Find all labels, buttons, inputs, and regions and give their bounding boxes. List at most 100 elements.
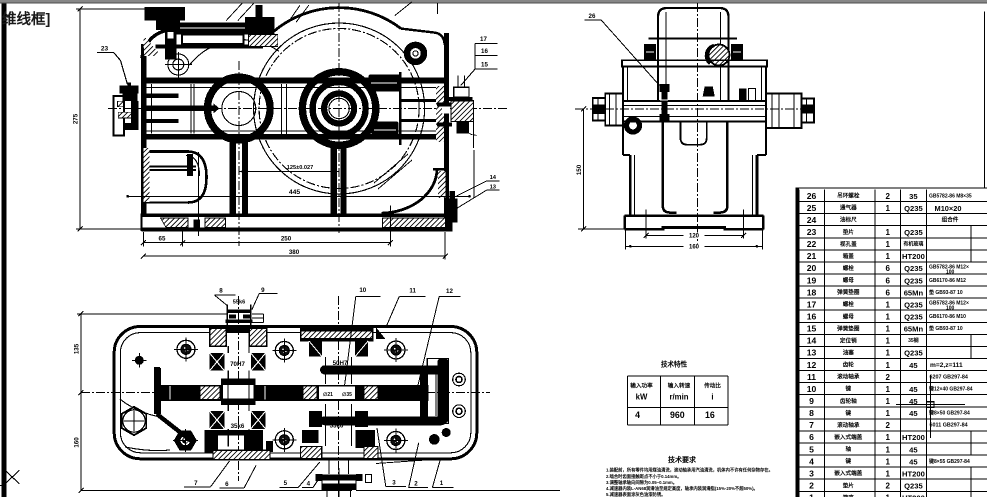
svg-text:吊环螺栓: 吊环螺栓 <box>837 192 860 200</box>
svg-text:螺栓: 螺栓 <box>843 264 855 272</box>
svg-text:3: 3 <box>809 468 814 478</box>
svg-text:55k6: 55k6 <box>233 300 245 306</box>
svg-text:6: 6 <box>225 481 229 488</box>
svg-text:Q235: Q235 <box>904 264 923 273</box>
svg-text:r/min: r/min <box>669 392 688 401</box>
svg-text:45: 45 <box>909 397 918 406</box>
svg-text:20: 20 <box>807 263 817 273</box>
svg-text:垫 GB93-87 10: 垫 GB93-87 10 <box>929 325 963 332</box>
svg-text:键: 键 <box>844 385 851 393</box>
svg-text:250: 250 <box>281 235 292 242</box>
svg-text:8: 8 <box>219 288 223 295</box>
svg-text:26: 26 <box>589 13 596 20</box>
svg-text:输入转速: 输入转速 <box>668 382 691 390</box>
svg-text:1: 1 <box>885 397 890 406</box>
svg-text:1: 1 <box>885 337 890 346</box>
svg-text:滚动轴承: 滚动轴承 <box>837 373 860 381</box>
svg-text:15: 15 <box>807 324 817 334</box>
svg-text:箱盖: 箱盖 <box>843 252 855 260</box>
svg-text:120: 120 <box>689 234 700 240</box>
svg-text:7: 7 <box>809 420 814 430</box>
svg-text:35: 35 <box>909 192 918 201</box>
svg-text:1: 1 <box>885 228 890 237</box>
svg-text:油塞: 油塞 <box>843 349 855 357</box>
svg-text:维线框]: 维线框] <box>2 10 50 28</box>
svg-text:1: 1 <box>440 480 444 487</box>
svg-text:45: 45 <box>909 385 918 394</box>
svg-text:输入功率: 输入功率 <box>630 382 653 390</box>
svg-text:5: 5 <box>809 444 814 454</box>
svg-text:定位销: 定位销 <box>839 336 857 344</box>
svg-text:16: 16 <box>705 410 715 420</box>
svg-text:嵌入式端盖: 嵌入式端盖 <box>834 433 862 441</box>
svg-text:Q235: Q235 <box>904 349 923 358</box>
svg-text:4: 4 <box>635 410 640 420</box>
svg-text:1: 1 <box>885 469 890 478</box>
svg-text:1: 1 <box>885 252 890 261</box>
svg-text:HT200: HT200 <box>902 494 925 497</box>
svg-text:HT200: HT200 <box>902 252 925 261</box>
svg-text:50H7: 50H7 <box>333 360 348 367</box>
svg-text:2.啮合时齿面接触斑点不小于0.14mm。: 2.啮合时齿面接触斑点不小于0.14mm。 <box>606 473 681 480</box>
svg-text:25: 25 <box>807 203 817 213</box>
svg-text:1: 1 <box>885 240 890 249</box>
svg-text:Q235: Q235 <box>904 300 923 309</box>
svg-text:2: 2 <box>885 481 890 490</box>
svg-text:18: 18 <box>807 287 817 297</box>
svg-text:5: 5 <box>284 480 288 487</box>
svg-text:275: 275 <box>73 113 80 124</box>
svg-text:15: 15 <box>481 62 488 69</box>
svg-text:螺母: 螺母 <box>843 312 855 320</box>
svg-text:技术要求: 技术要求 <box>668 455 697 464</box>
svg-text:23: 23 <box>807 227 817 237</box>
svg-text:GB6170-86 M10: GB6170-86 M10 <box>929 314 966 320</box>
svg-text:垫片: 垫片 <box>843 481 855 489</box>
svg-text:6: 6 <box>885 276 890 285</box>
svg-text:键8×55 GB297-84: 键8×55 GB297-84 <box>928 458 970 465</box>
svg-text:HT200: HT200 <box>902 433 925 442</box>
svg-text:17: 17 <box>480 36 487 43</box>
svg-text:kW: kW <box>636 392 648 401</box>
svg-text:M10×20: M10×20 <box>935 204 962 213</box>
svg-text:26: 26 <box>807 191 817 201</box>
svg-text:16: 16 <box>807 312 817 322</box>
svg-text:445: 445 <box>289 189 301 196</box>
svg-text:16: 16 <box>481 48 488 55</box>
svg-text:4: 4 <box>307 480 311 487</box>
svg-text:10: 10 <box>359 287 366 294</box>
svg-text:Q235: Q235 <box>904 481 923 490</box>
svg-text:键: 键 <box>844 409 851 417</box>
svg-text:12: 12 <box>446 288 453 295</box>
svg-text:6: 6 <box>809 432 814 442</box>
svg-text:1: 1 <box>885 313 890 322</box>
svg-text:65Mn: 65Mn <box>904 325 924 334</box>
svg-text:380: 380 <box>289 249 300 256</box>
svg-text:1: 1 <box>809 493 814 497</box>
svg-text:22: 22 <box>807 239 817 249</box>
svg-text:1: 1 <box>885 361 890 370</box>
svg-text:1: 1 <box>885 349 890 358</box>
svg-text:160: 160 <box>689 245 700 251</box>
svg-text:1: 1 <box>885 204 890 213</box>
svg-text:键8×50 GB297-84: 键8×50 GB297-84 <box>928 410 970 417</box>
svg-text:轴: 轴 <box>845 445 851 453</box>
svg-text:油标尺: 油标尺 <box>840 216 857 224</box>
svg-text:垫 GB93-87 10: 垫 GB93-87 10 <box>929 289 963 296</box>
svg-text:7: 7 <box>194 480 198 487</box>
svg-text:∅35: ∅35 <box>342 392 352 398</box>
svg-text:2: 2 <box>414 480 418 487</box>
svg-text:4.减速器内装L-AN68润滑油至规定高度，轴承内装润滑脂(: 4.减速器内装L-AN68润滑油至规定高度，轴承内装润滑脂(15%-20%不超5… <box>606 485 758 492</box>
svg-text:有机玻璃: 有机玻璃 <box>903 241 923 248</box>
svg-text:45: 45 <box>909 445 918 454</box>
svg-text:135: 135 <box>73 343 80 354</box>
svg-text:21: 21 <box>807 251 817 261</box>
svg-text:11: 11 <box>409 288 416 295</box>
svg-text:键12×40 GB297-84: 键12×40 GB297-84 <box>928 385 973 392</box>
svg-text:65: 65 <box>159 235 166 242</box>
svg-text:45: 45 <box>909 457 918 466</box>
svg-text:弹簧垫圈: 弹簧垫圈 <box>837 324 860 332</box>
svg-text:8: 8 <box>809 408 814 418</box>
svg-text:35k6: 35k6 <box>231 423 245 430</box>
svg-text:45: 45 <box>909 409 918 418</box>
svg-text:箱座: 箱座 <box>843 493 855 497</box>
